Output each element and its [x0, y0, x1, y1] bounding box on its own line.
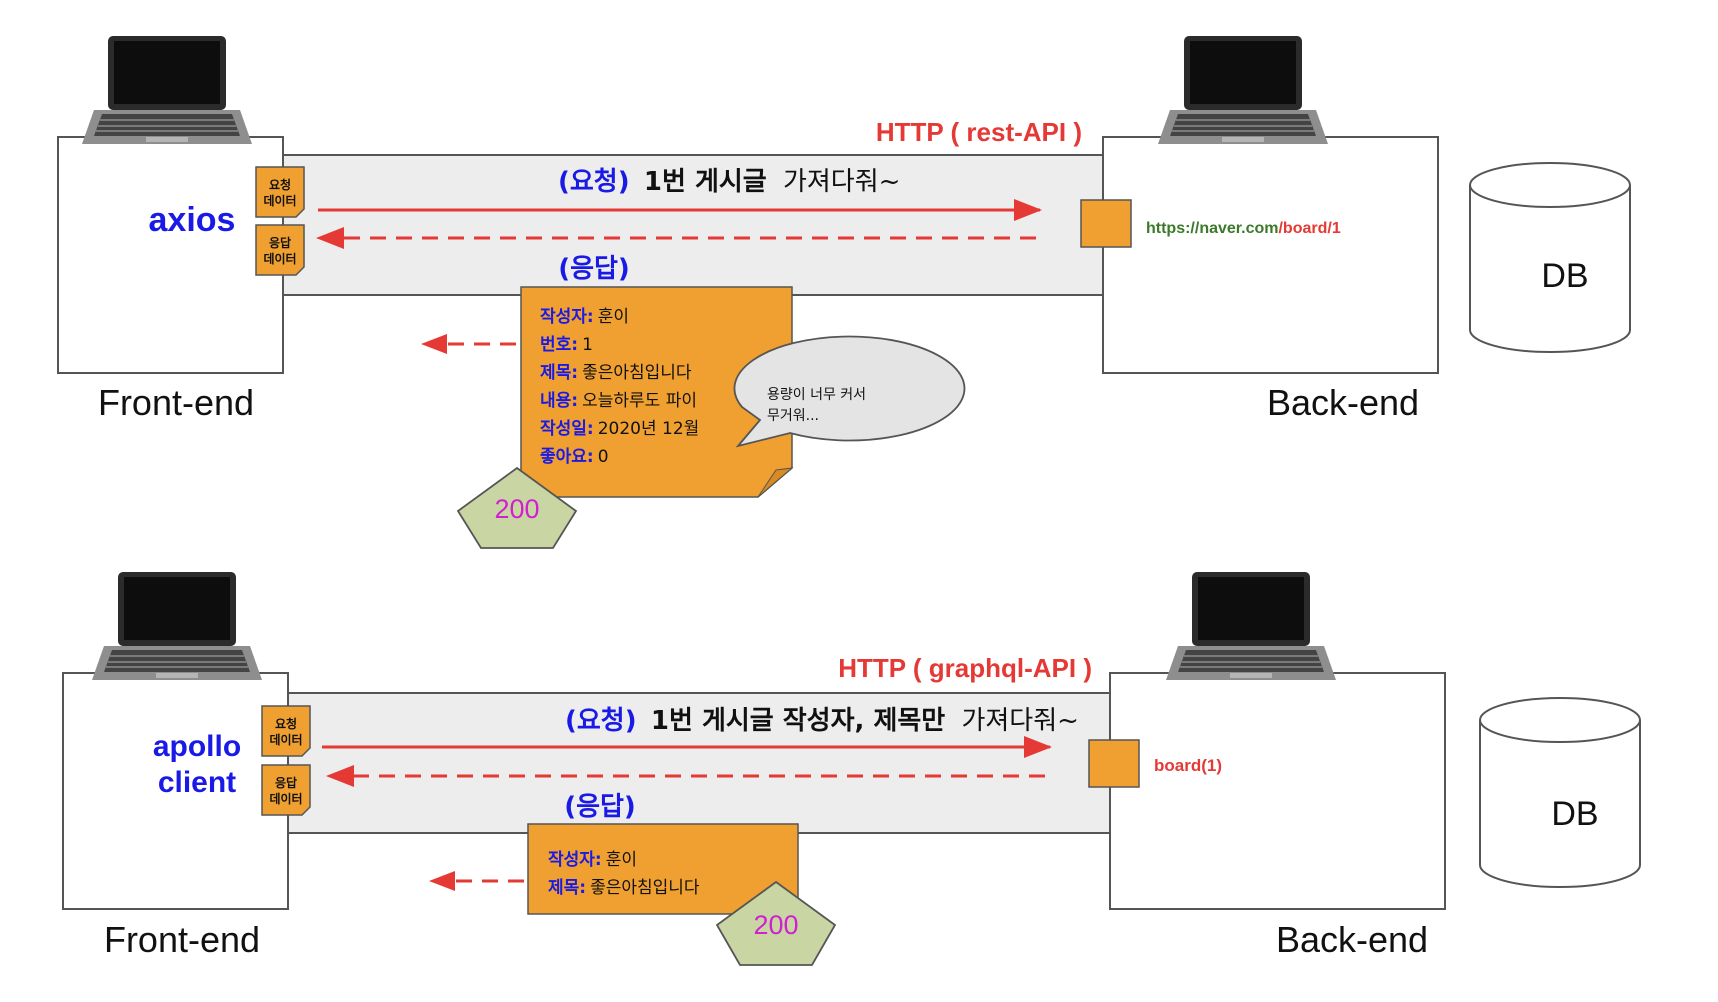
top-note-row: 작성자:훈이: [540, 307, 629, 327]
top-db-icon: [1469, 162, 1631, 353]
bottom-back-end-box: [1109, 672, 1446, 910]
top-request-prefix: (요청): [558, 167, 630, 197]
bottom-request-prefix: (요청): [565, 706, 637, 736]
top-request-arrowhead: [1014, 199, 1042, 221]
note-key: 작성자:: [548, 850, 602, 870]
top-response-label: (응답): [558, 254, 630, 284]
bottom-note-rows: 작성자:훈이 제목:좋은아침입니다: [548, 850, 700, 898]
top-endpoint-host: https://naver.com: [1146, 220, 1278, 237]
top-response-tag-line2: 데이터: [263, 251, 296, 266]
bottom-http-channel: [264, 692, 1116, 834]
bubble-line-2: 무거워...: [767, 408, 819, 424]
note-key: 번호:: [540, 335, 578, 355]
bottom-client-lib-line2: client: [158, 766, 236, 799]
bottom-response-tag-line2: 데이터: [269, 791, 302, 806]
top-client-lib: axios: [149, 201, 236, 239]
top-note-fold: [757, 467, 794, 498]
bottom-request-tag-line1: 요청: [275, 716, 297, 731]
note-key: 작성일:: [540, 419, 594, 439]
top-request-text: (요청) 1번 게시글 가져다줘~: [558, 167, 900, 197]
top-front-end-label: Front-end: [98, 382, 254, 423]
top-note-row: 제목:좋은아침입니다: [540, 363, 692, 383]
bubble-line-1: 용량이 너무 커서: [767, 387, 866, 403]
note-key: 좋아요:: [540, 447, 594, 467]
top-request-tag-line2: 데이터: [263, 193, 296, 208]
bottom-status-code: 200: [753, 910, 798, 940]
top-speech-bubble: 용량이 너무 커서 무거워...: [733, 335, 966, 448]
bottom-delivery-arrowhead: [429, 871, 455, 891]
bottom-front-end-label: Front-end: [104, 919, 260, 960]
top-db-label: DB: [1541, 257, 1588, 295]
top-response-data-tag: 응답 데이터: [255, 224, 305, 276]
bottom-request-tag-line2: 데이터: [269, 732, 302, 747]
top-endpoint-square: [1080, 199, 1132, 248]
bottom-response-tag-line1: 응답: [275, 775, 297, 790]
top-note-rows: 작성자:훈이 번호:1 제목:좋은아침입니다 내용:오늘하루도 파이 작성일:2…: [540, 307, 699, 467]
bottom-request-text: (요청) 1번 게시글 작성자, 제목만 가져다줘~: [565, 706, 1079, 736]
note-key: 제목:: [548, 878, 586, 898]
top-request-tag-line1: 요청: [269, 177, 291, 192]
note-key: 제목:: [540, 363, 578, 383]
top-front-laptop-icon: [81, 35, 253, 145]
bottom-db-label: DB: [1551, 795, 1598, 833]
top-status-code: 200: [494, 494, 539, 524]
note-value: 좋은아침입니다: [590, 878, 700, 898]
top-endpoint-url: https://naver.com/board/1: [1146, 220, 1341, 237]
top-protocol-label: HTTP ( rest-API ): [876, 117, 1082, 147]
top-request-bold: 1번 게시글: [644, 167, 767, 197]
top-note-row: 작성일:2020년 12월: [540, 419, 699, 439]
top-back-end-label: Back-end: [1267, 382, 1419, 423]
bottom-db-icon: [1479, 697, 1641, 888]
note-value: 좋은아침입니다: [582, 363, 692, 383]
bottom-endpoint: board(1): [1154, 756, 1222, 775]
top-note-row: 내용:오늘하루도 파이: [540, 391, 697, 411]
top-note-row: 좋아요:0: [540, 447, 609, 467]
note-value: 훈이: [606, 850, 637, 870]
bottom-front-end-box: [62, 672, 289, 910]
top-http-channel: [254, 154, 1106, 296]
top-delivery-arrowhead: [421, 334, 447, 354]
top-response-tag-line1: 응답: [269, 235, 291, 250]
top-back-end-box: [1102, 136, 1439, 374]
bottom-request-arrowhead: [1024, 736, 1052, 758]
bottom-note-row: 작성자:훈이: [548, 850, 637, 870]
note-key: 작성자:: [540, 307, 594, 327]
bottom-response-data-tag: 응답 데이터: [261, 764, 311, 816]
bottom-request-data-tag: 요청 데이터: [261, 705, 311, 757]
bottom-protocol-label: HTTP ( graphql-API ): [838, 653, 1092, 683]
note-value: 1: [582, 335, 593, 355]
top-back-laptop-icon: [1157, 35, 1329, 145]
top-request-data-tag: 요청 데이터: [255, 166, 305, 218]
note-value: 0: [598, 447, 609, 467]
note-value: 훈이: [598, 307, 629, 327]
top-status-badge: 200: [456, 466, 578, 549]
bottom-diagram: DB HTTP ( graphql-API ) apollo client Fr…: [62, 571, 1641, 966]
note-value: 2020년 12월: [598, 419, 700, 439]
bottom-client-lib-line1: apollo: [153, 730, 241, 763]
top-note-row: 번호:1: [540, 335, 593, 355]
bottom-endpoint-square: [1088, 739, 1140, 788]
note-key: 내용:: [540, 391, 578, 411]
bottom-request-bold: 1번 게시글 작성자, 제목만: [651, 706, 945, 736]
bottom-back-laptop-icon: [1165, 571, 1337, 681]
top-diagram: DB HTTP ( rest-API ) axios Front-end Bac…: [57, 35, 1631, 549]
bottom-response-label: (응답): [564, 792, 636, 822]
bottom-status-badge: 200: [715, 880, 837, 966]
bottom-response-arrowhead: [326, 765, 354, 787]
top-request-rest: 가져다줘~: [783, 167, 900, 197]
bottom-note-row: 제목:좋은아침입니다: [548, 878, 700, 898]
top-response-arrowhead: [316, 227, 344, 249]
top-front-end-box: [57, 136, 284, 374]
bottom-front-laptop-icon: [91, 571, 263, 681]
bottom-back-end-label: Back-end: [1276, 919, 1428, 960]
bottom-request-rest: 가져다줘~: [961, 706, 1078, 736]
note-value: 오늘하루도 파이: [582, 391, 697, 411]
top-endpoint-path: /board/1: [1278, 220, 1340, 237]
